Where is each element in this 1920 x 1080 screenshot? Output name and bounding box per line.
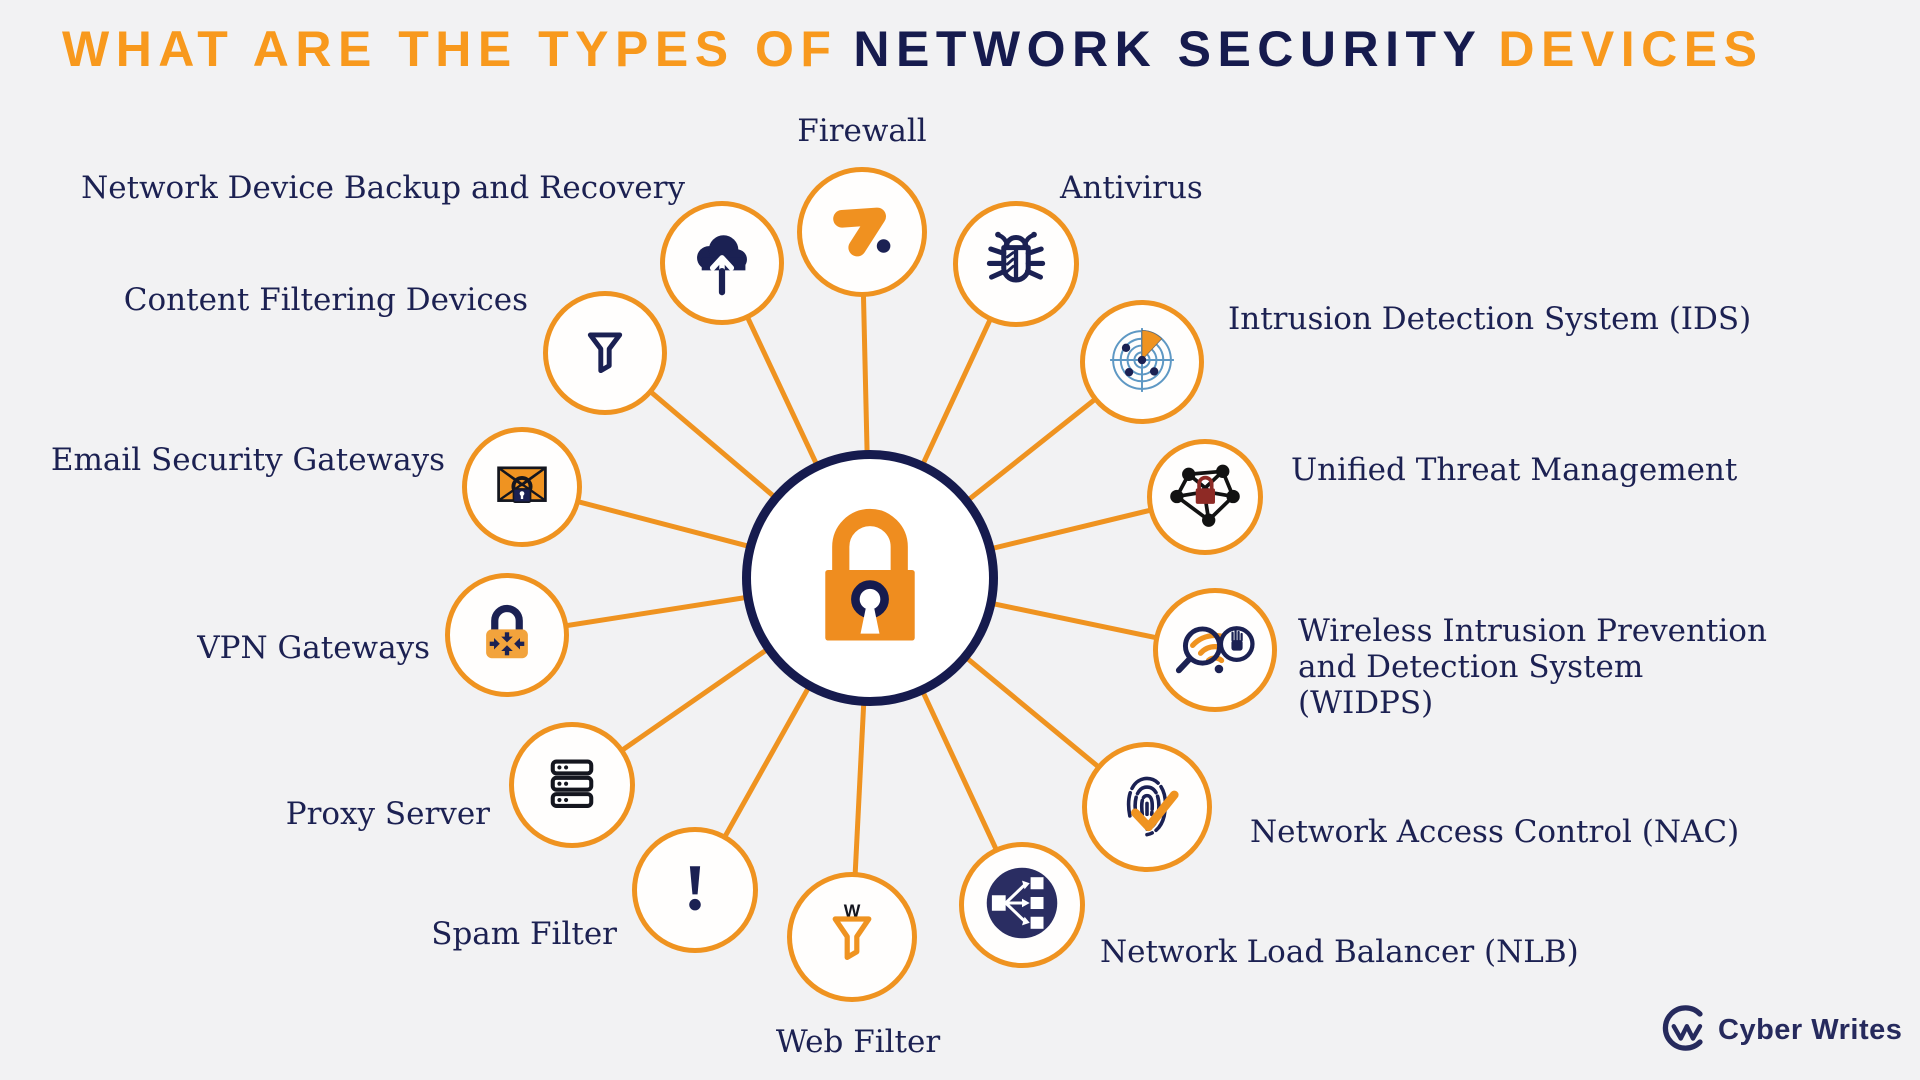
funnel-icon [570, 316, 640, 391]
svg-text:W: W [844, 900, 861, 920]
title-part-3: DEVICES [1498, 21, 1764, 77]
network-lock-icon [1168, 458, 1242, 537]
server-stack-icon [535, 746, 609, 825]
lock-arrows-icon [471, 597, 543, 674]
exclamation-icon [663, 856, 727, 925]
node-email [462, 427, 582, 547]
node-antivirus [953, 201, 1079, 327]
label-widps: Wireless Intrusion Prevention and Detect… [1298, 613, 1767, 721]
node-nlb [959, 842, 1085, 968]
label-nlb: Network Load Balancer (NLB) [1100, 934, 1579, 970]
node-nac [1082, 742, 1212, 872]
label-ids: Intrusion Detection System (IDS) [1228, 301, 1752, 337]
bug-icon [980, 226, 1052, 303]
label-email: Email Security Gateways [50, 442, 445, 478]
node-spamfilter [632, 827, 758, 953]
title-part-2: NETWORK SECURITY [853, 21, 1483, 77]
label-proxy: Proxy Server [285, 796, 490, 832]
envelope-lock-icon [483, 446, 561, 529]
node-widps [1153, 588, 1277, 712]
cyber-writes-logo-icon [1658, 1000, 1714, 1061]
padlock-icon [784, 490, 956, 667]
firewall-arrow-icon [822, 190, 902, 275]
node-contentfilter [543, 291, 667, 415]
fingerprint-check-icon [1108, 766, 1186, 849]
node-vpn [445, 573, 569, 697]
load-balancer-icon [979, 860, 1065, 951]
radar-icon [1104, 322, 1180, 403]
node-firewall [797, 167, 927, 297]
label-spamfilter: Spam Filter [431, 916, 617, 952]
label-antivirus: Antivirus [1060, 170, 1203, 206]
label-webfilter: Web Filter [775, 1024, 941, 1060]
label-nac: Network Access Control (NAC) [1250, 814, 1740, 850]
node-ids [1080, 300, 1204, 424]
label-backup: Network Device Backup and Recovery [81, 170, 685, 206]
page-title: WHAT ARE THE TYPES OF NETWORK SECURITY DEV… [62, 20, 1779, 78]
brand-logo-text: Cyber Writes [1718, 1014, 1903, 1046]
label-utm: Unified Threat Management [1291, 452, 1738, 488]
node-utm [1147, 439, 1263, 555]
label-vpn: VPN Gateways [197, 630, 430, 666]
central-hub [742, 450, 998, 706]
label-firewall: Firewall [797, 113, 927, 149]
funnel-w-icon: W [812, 895, 892, 980]
label-contentfilter: Content Filtering Devices [123, 282, 528, 318]
title-part-1: WHAT ARE THE TYPES OF [62, 21, 838, 77]
wifi-search-stop-icon [1169, 615, 1261, 686]
node-proxy [509, 722, 635, 848]
node-webfilter: W [787, 872, 917, 1002]
node-backup [660, 201, 784, 325]
cloud-upload-icon [683, 222, 761, 305]
brand-logo: Cyber Writes [1658, 1000, 1902, 1061]
